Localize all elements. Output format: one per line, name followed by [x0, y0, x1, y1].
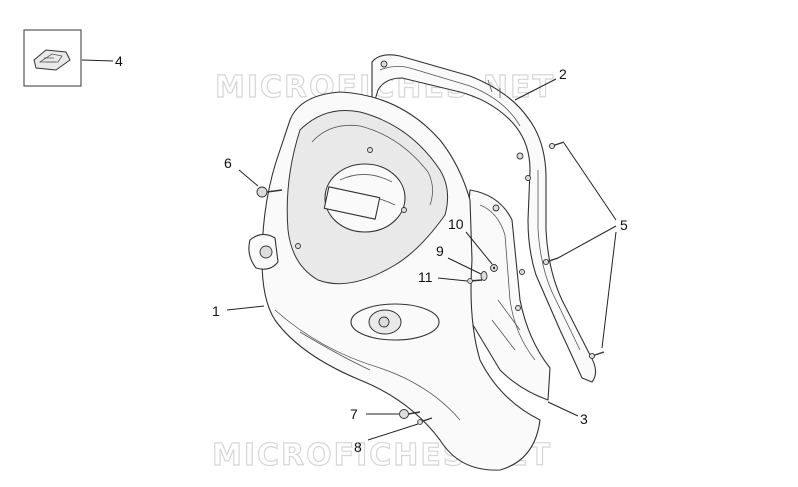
- part-6-screw: [256, 186, 283, 198]
- part-10-washer: [490, 264, 498, 272]
- callout-2: 2: [559, 66, 567, 82]
- part-1-front-shield: [248, 91, 541, 471]
- callout-10: 10: [448, 216, 464, 232]
- part-2-frame: [371, 54, 597, 383]
- callout-1: 1: [212, 303, 220, 319]
- callout-7: 7: [350, 406, 358, 422]
- callout-5: 5: [620, 217, 628, 233]
- callout-8: 8: [354, 439, 362, 455]
- callout-9: 9: [436, 243, 444, 259]
- callout-3: 3: [580, 411, 588, 427]
- callout-11: 11: [418, 269, 433, 285]
- part-4-kit-icon: [23, 29, 82, 87]
- callout-6: 6: [224, 155, 232, 171]
- part-9-nut: [480, 271, 488, 281]
- part-5-screws: [542, 141, 605, 360]
- part-8-screw: [417, 417, 433, 425]
- callout-4: 4: [115, 53, 123, 69]
- part-11-screw: [467, 278, 483, 284]
- part-7-screw: [399, 409, 421, 419]
